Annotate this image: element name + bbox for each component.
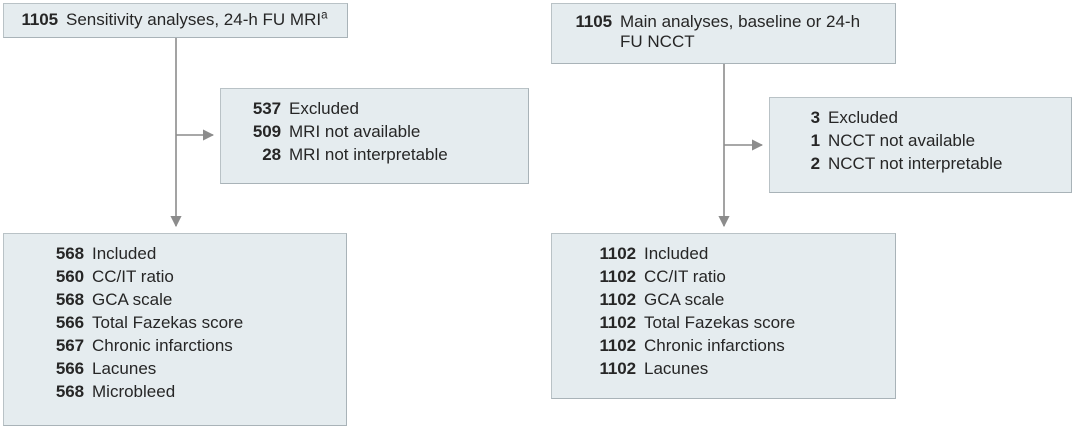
mri-source-box: 1105 Sensitivity analyses, 24-h FU MRIa — [3, 3, 348, 38]
ncct-excluded-reason-count: 1 — [810, 131, 820, 150]
ncct-excluded-reason-count: 2 — [810, 154, 820, 173]
mri-excluded-reason-count: 509 — [252, 122, 281, 141]
mri-measure-count: 568 — [55, 382, 84, 401]
mri-measure-count: 568 — [55, 290, 84, 309]
ncct-source-box: 1105 Main analyses, baseline or 24-h FU … — [551, 3, 896, 64]
ncct-excluded-box: 3 Excluded 1 NCCT not available 2 NCCT n… — [769, 97, 1072, 193]
mri-source-label: Sensitivity analyses, 24-h FU MRIa — [66, 9, 328, 29]
ncct-excluded-reason-label: NCCT not interpretable — [828, 154, 1003, 173]
ncct-measure-label: GCA scale — [644, 290, 725, 309]
mri-measure-label: Chronic infarctions — [92, 336, 233, 355]
ncct-measure-label: Chronic infarctions — [644, 336, 785, 355]
mri-source-footnote-marker: a — [321, 9, 328, 22]
mri-measure-count: 567 — [55, 336, 84, 355]
ncct-measure-count: 1102 — [599, 359, 637, 378]
ncct-measure-label: Total Fazekas score — [644, 313, 796, 332]
mri-excluded-reason-row: 28 MRI not interpretable — [231, 145, 528, 165]
mri-measure-label: Total Fazekas score — [92, 313, 244, 332]
ncct-source-label: Main analyses, baseline or 24-h — [620, 12, 861, 31]
ncct-excluded-label: Excluded — [828, 108, 898, 127]
mri-measure-count: 560 — [55, 267, 84, 286]
mri-excluded-header-row: 537 Excluded — [231, 99, 528, 119]
mri-included-header-row: 568 Included — [14, 244, 346, 264]
ncct-measure-label: Lacunes — [644, 359, 709, 378]
ncct-measure-count: 1102 — [599, 336, 637, 355]
ncct-included-header-row: 1102 Included — [564, 244, 895, 264]
ncct-measure-row: 1102 CC/IT ratio — [564, 267, 895, 287]
mri-included-box: 568 Included 560 CC/IT ratio 568 GCA sca… — [3, 233, 347, 426]
mri-included-label: Included — [92, 244, 157, 263]
ncct-excluded-header-row: 3 Excluded — [782, 108, 1071, 128]
ncct-source-count: 1105 — [575, 12, 613, 31]
mri-measure-label: CC/IT ratio — [92, 267, 174, 286]
mri-measure-count: 566 — [55, 359, 84, 378]
mri-excluded-reason-label: MRI not available — [289, 122, 421, 141]
mri-excluded-reason-label: MRI not interpretable — [289, 145, 448, 164]
mri-excluded-reason-row: 509 MRI not available — [231, 122, 528, 142]
mri-measure-row: 566 Lacunes — [14, 359, 346, 379]
ncct-included-label: Included — [644, 244, 709, 263]
mri-source-count: 1105 — [21, 10, 59, 29]
ncct-measure-count: 1102 — [599, 290, 637, 309]
ncct-measure-row: 1102 Chronic infarctions — [564, 336, 895, 356]
mri-excluded-label: Excluded — [289, 99, 359, 118]
ncct-measure-row: 1102 Lacunes — [564, 359, 895, 379]
mri-measure-row: 560 CC/IT ratio — [14, 267, 346, 287]
ncct-measure-count: 1102 — [599, 313, 637, 332]
ncct-measure-label: CC/IT ratio — [644, 267, 726, 286]
ncct-included-box: 1102 Included 1102 CC/IT ratio 1102 GCA … — [551, 233, 896, 399]
mri-measure-row: 568 Microbleed — [14, 382, 346, 402]
mri-measure-label: Lacunes — [92, 359, 157, 378]
mri-measure-row: 566 Total Fazekas score — [14, 313, 346, 333]
mri-measure-label: Microbleed — [92, 382, 176, 401]
ncct-excluded-reason-row: 2 NCCT not interpretable — [782, 154, 1071, 174]
mri-excluded-reason-count: 28 — [262, 145, 281, 164]
ncct-excluded-count: 3 — [810, 108, 820, 127]
ncct-measure-count: 1102 — [599, 267, 637, 286]
mri-included-count: 568 — [55, 244, 84, 263]
ncct-excluded-reason-label: NCCT not available — [828, 131, 976, 150]
mri-measure-label: GCA scale — [92, 290, 173, 309]
mri-measure-count: 566 — [55, 313, 84, 332]
ncct-excluded-reason-row: 1 NCCT not available — [782, 131, 1071, 151]
mri-measure-row: 568 GCA scale — [14, 290, 346, 310]
ncct-source-label-line2: FU NCCT — [620, 32, 695, 51]
ncct-measure-row: 1102 Total Fazekas score — [564, 313, 895, 333]
mri-measure-row: 567 Chronic infarctions — [14, 336, 346, 356]
ncct-measure-row: 1102 GCA scale — [564, 290, 895, 310]
ncct-included-count: 1102 — [599, 244, 637, 263]
mri-excluded-box: 537 Excluded 509 MRI not available 28 MR… — [220, 88, 529, 184]
ncct-source-row: 1105 Main analyses, baseline or 24-h — [560, 12, 895, 32]
mri-source-row: 1105 Sensitivity analyses, 24-h FU MRIa — [14, 10, 347, 30]
mri-excluded-count: 537 — [252, 99, 281, 118]
